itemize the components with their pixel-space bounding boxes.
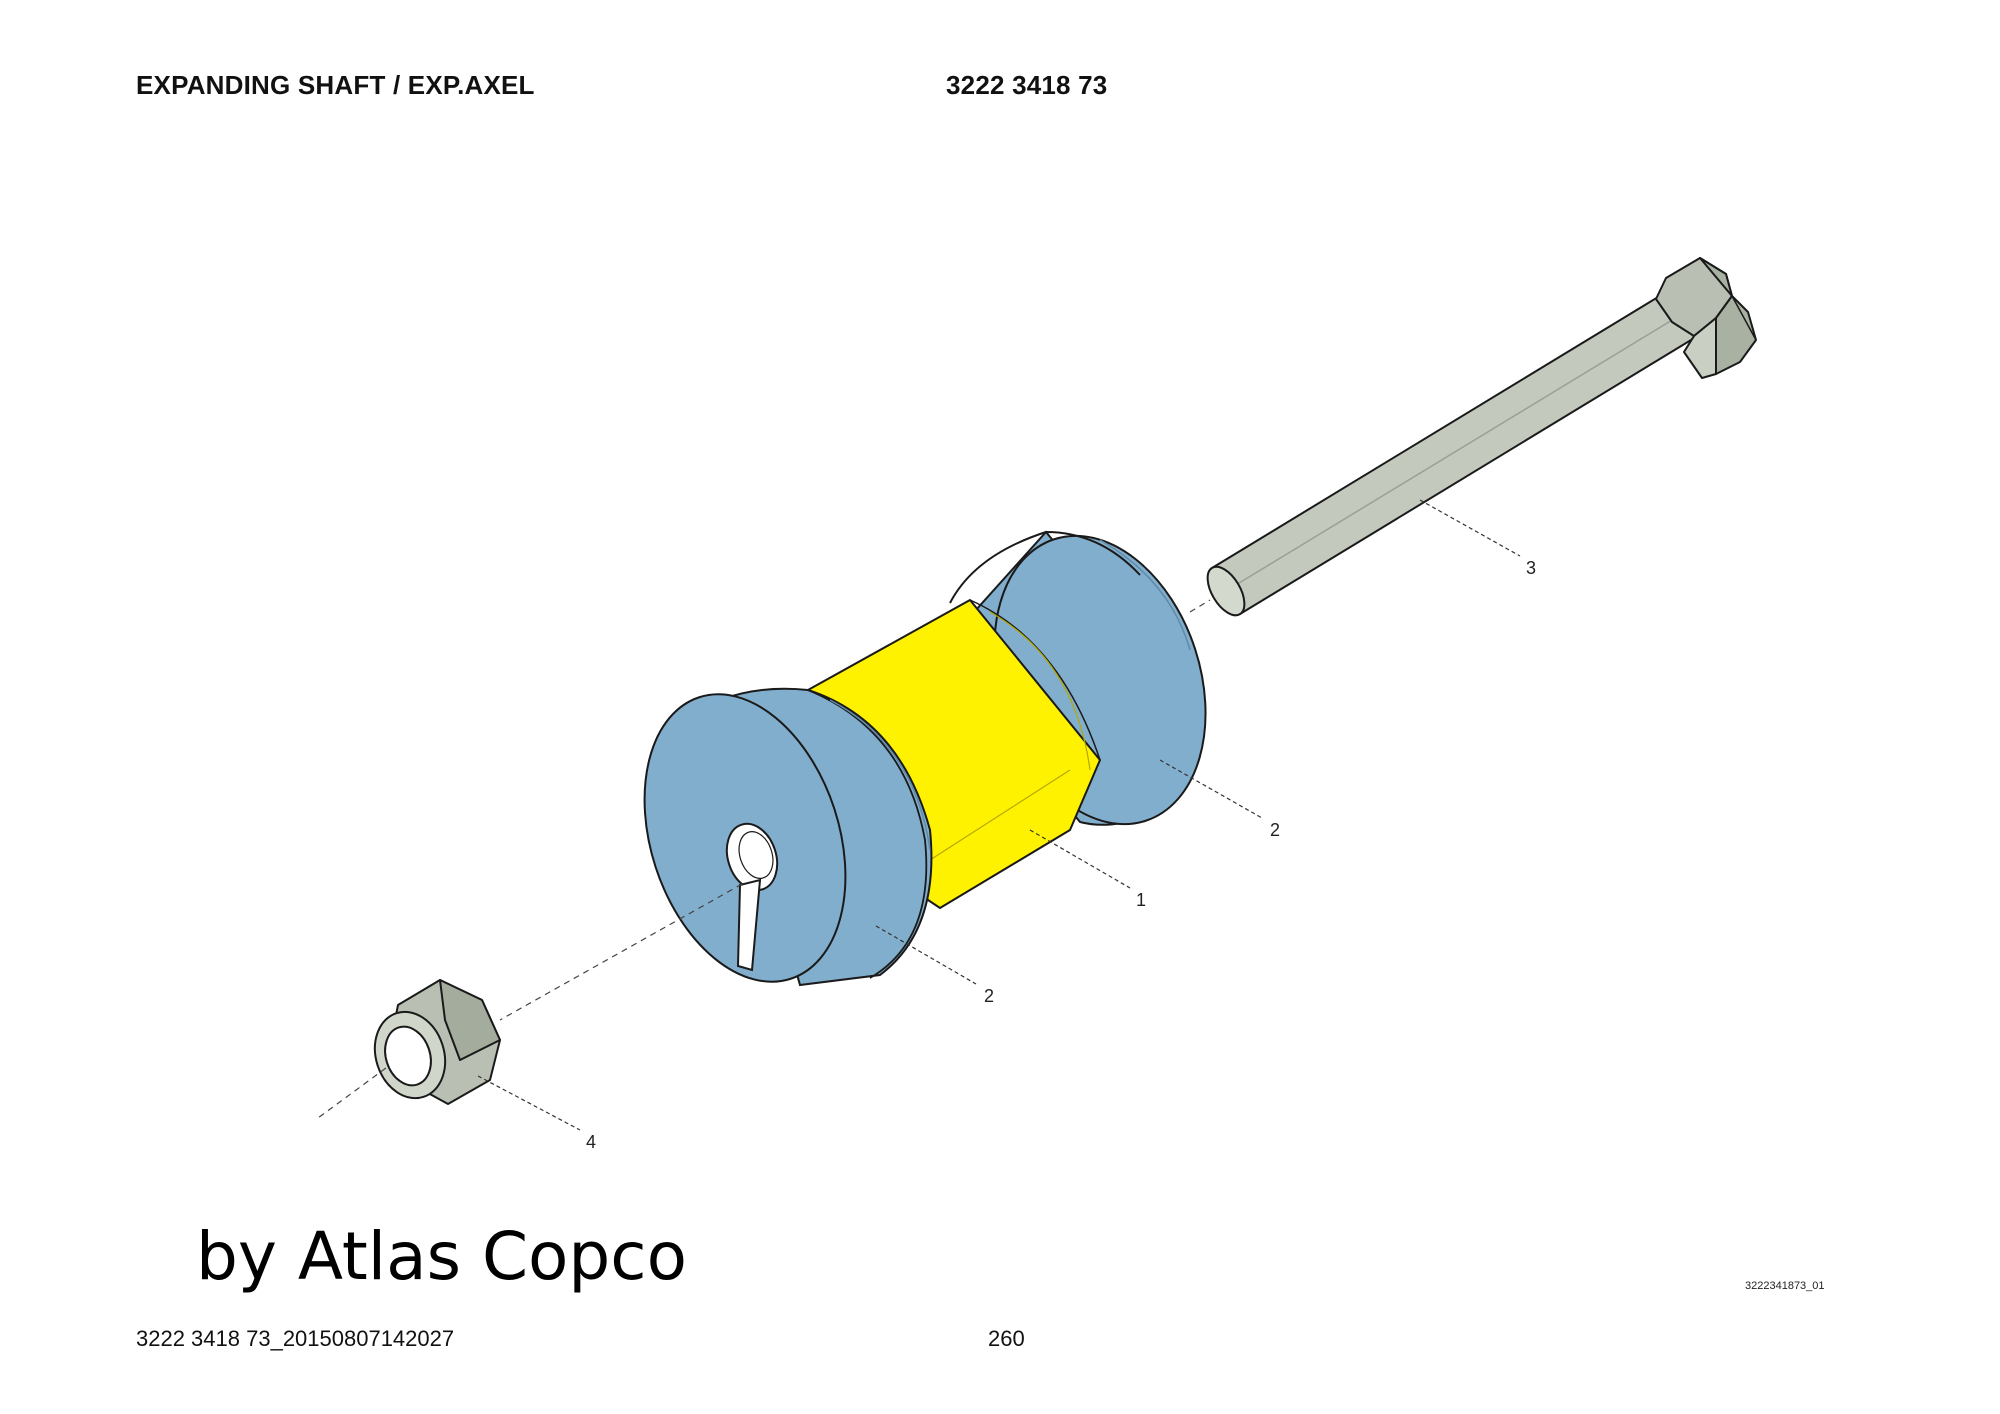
drawing-reference: 3222341873_01 bbox=[1745, 1280, 1825, 1292]
rubber-ring-part-2-front bbox=[643, 687, 933, 987]
callout-3: 3 bbox=[1526, 558, 1536, 578]
yellow-sleeve-part-1 bbox=[807, 599, 1101, 909]
callout-2-left: 2 bbox=[984, 986, 994, 1006]
bolt-part-3 bbox=[1206, 257, 1757, 617]
leader-lines bbox=[477, 499, 1521, 1131]
nut-part-4 bbox=[373, 979, 501, 1105]
document-title: EXPANDING SHAFT / EXP.AXEL bbox=[136, 70, 535, 100]
nut-bore bbox=[384, 1025, 432, 1087]
bolt-end bbox=[1206, 565, 1246, 617]
callout-2-right: 2 bbox=[1270, 820, 1280, 840]
page-number: 260 bbox=[988, 1326, 1025, 1351]
ring-bore bbox=[725, 822, 779, 892]
callout-4: 4 bbox=[586, 1132, 596, 1152]
brand-text: by Atlas Copco bbox=[196, 1218, 687, 1295]
callout-1: 1 bbox=[1136, 890, 1146, 910]
ring-slot bbox=[736, 878, 762, 972]
footer-document-id: 3222 3418 73_20150807142027 bbox=[136, 1326, 455, 1351]
part-number: 3222 3418 73 bbox=[946, 70, 1108, 100]
